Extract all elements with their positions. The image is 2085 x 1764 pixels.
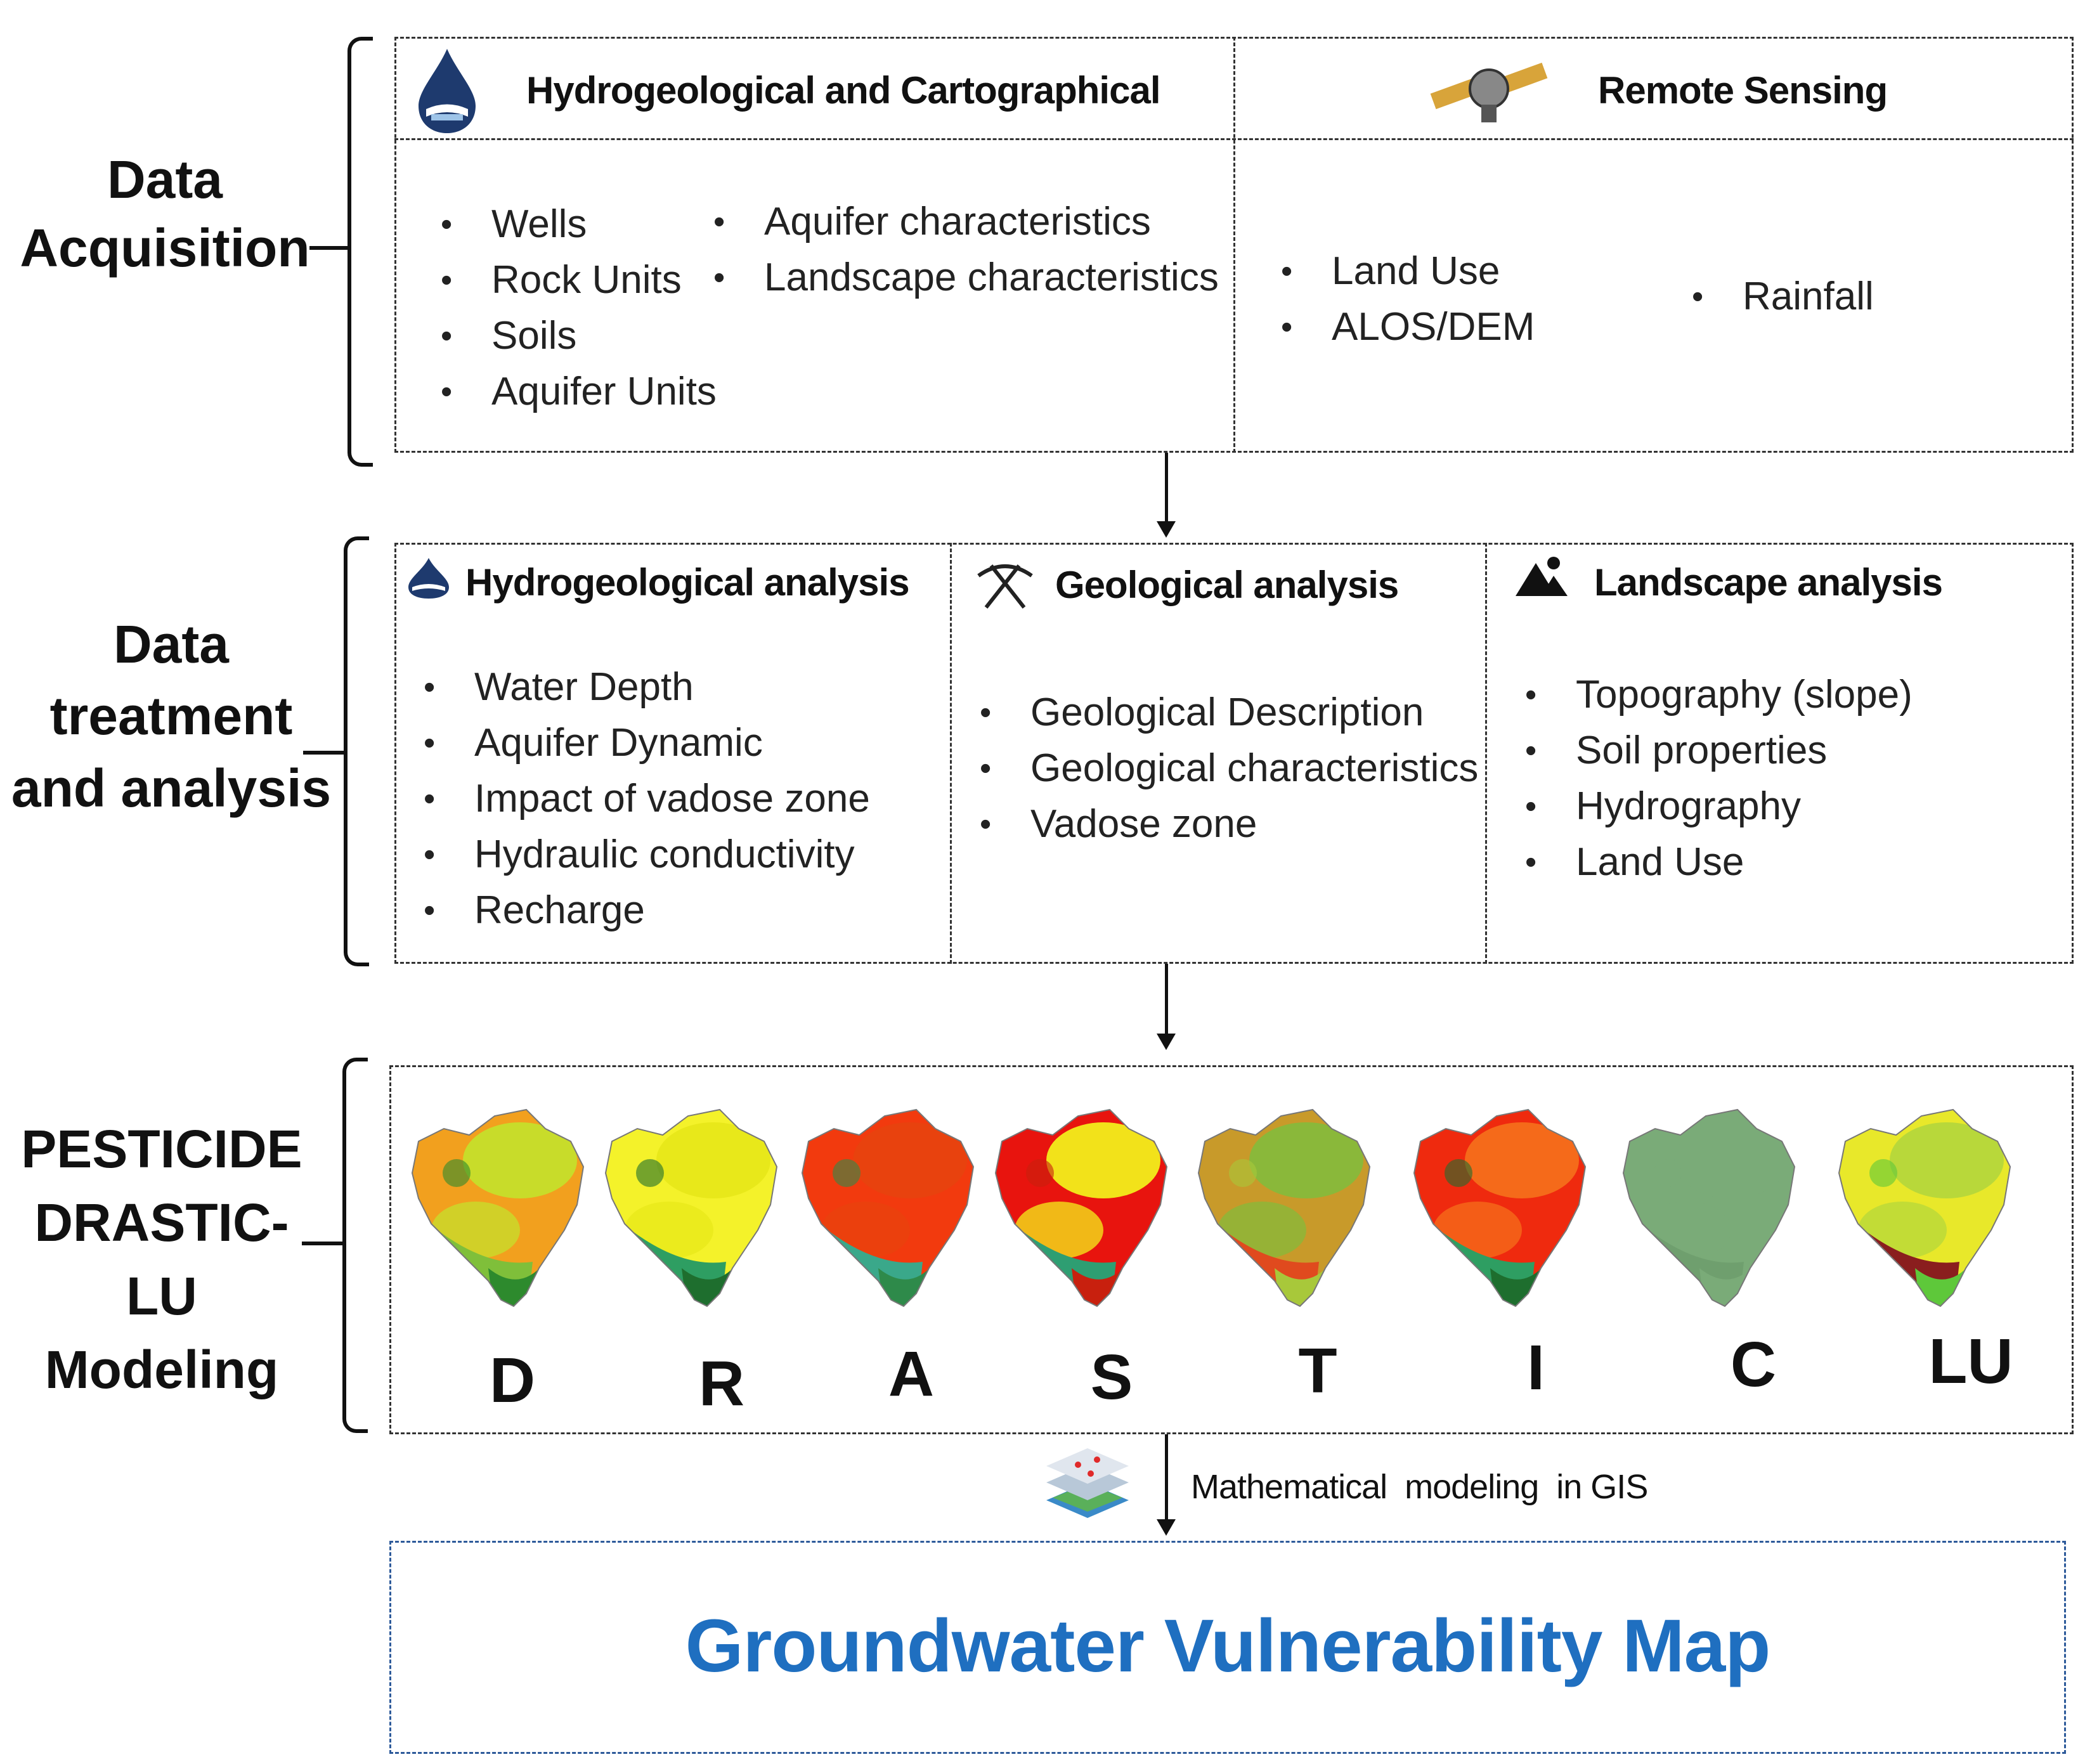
list-item: Hydraulic conductivity [424,827,870,883]
factor-letter-d: D [489,1345,536,1416]
factor-map-a [789,1103,980,1319]
bracket-modeling [342,1058,368,1433]
stage-label-treatment: Data treatment and analysis [6,609,336,824]
acquisition-remote-list-1: Land Use ALOS/DEM [1281,243,1535,355]
list-item: Impact of vadose zone [424,771,870,827]
factor-letter-a: A [888,1339,935,1410]
list-item: Rock Units [441,252,717,308]
landscape-analysis-title: Landscape analysis [1594,561,1943,604]
list-item: Geological characteristics [980,741,1478,796]
flow-arrow-2 [1157,964,1176,1050]
factor-letter-c: C [1730,1329,1777,1400]
factor-map-s [983,1103,1173,1319]
list-item: Land Use [1281,243,1535,299]
factor-map-lu [1826,1103,2017,1319]
stage-label-acquisition-text: Data Acquisition [20,150,310,278]
bracket-tick-acquisition [309,246,349,250]
factor-letter-t: T [1298,1335,1337,1406]
bracket-tick-modeling [302,1242,344,1245]
list-item: Hydrography [1525,779,1913,834]
hydro-analysis-list: Water Depth Aquifer Dynamic Impact of va… [424,659,870,938]
final-box [389,1541,2066,1754]
list-item: Land Use [1525,834,1913,890]
geological-analysis-list: Geological Description Geological charac… [980,685,1478,852]
mountain-icon [1513,554,1570,599]
modeling-box [389,1065,2074,1434]
analysis-divider-1 [950,543,952,964]
stage-label-acquisition: Data Acquisition [13,146,317,282]
factor-map-d [399,1103,590,1319]
flow-arrow-3 [1157,1434,1176,1536]
geological-analysis-title: Geological analysis [1055,564,1399,606]
list-item: Aquifer Dynamic [424,715,870,771]
factor-letter-i: I [1527,1332,1545,1403]
list-item: Wells [441,197,717,252]
list-item: Soil properties [1525,723,1913,779]
stage-label-modeling: PESTICIDE DRASTIC- LU Modeling [6,1113,317,1407]
list-item: Recharge [424,883,870,938]
list-item: Geological Description [980,685,1478,741]
list-item: Soils [441,308,717,364]
factor-map-c [1611,1103,1801,1319]
hydro-cartographical-title: Hydrogeological and Cartographical [526,69,1161,112]
list-item: Aquifer Units [441,364,717,420]
factor-map-i [1401,1103,1592,1319]
list-item: Vadose zone [980,796,1478,852]
gis-layers-icon [1040,1446,1135,1522]
list-item: Landscape characteristics [713,250,1219,306]
list-item: Aquifer characteristics [713,194,1219,250]
final-title: Groundwater Vulnerability Map [685,1604,1771,1688]
acquisition-hydro-list-1: Wells Rock Units Soils Aquifer Units [441,197,717,420]
factor-letter-r: R [698,1348,745,1419]
hydro-analysis-title: Hydrogeological analysis [465,561,910,604]
landscape-analysis-list: Topography (slope) Soil properties Hydro… [1525,667,1913,890]
gis-modeling-label: Mathematical modeling in GIS [1191,1468,1648,1506]
list-item: Water Depth [424,659,870,715]
list-item: ALOS/DEM [1281,299,1535,355]
acquisition-remote-list-2: Rainfall [1692,269,1874,325]
factor-letter-lu: LU [1928,1326,2013,1397]
factor-map-t [1186,1103,1376,1319]
bracket-tick-treatment [303,751,345,755]
analysis-box [394,543,2074,964]
factor-letter-s: S [1090,1342,1133,1413]
remote-sensing-title: Remote Sensing [1598,69,1888,112]
stage-label-treatment-text: Data treatment and analysis [11,614,332,818]
pickaxe-icon [973,557,1037,610]
acquisition-divider [1233,37,1235,453]
list-item: Rainfall [1692,269,1874,325]
factor-map-r [593,1103,783,1319]
bracket-treatment [344,536,369,966]
stage-label-modeling-text: PESTICIDE DRASTIC- LU Modeling [21,1119,302,1399]
hydro-analysis-icon [405,555,453,600]
acquisition-hydro-list-2: Aquifer characteristics Landscape charac… [713,194,1219,306]
flow-arrow-1 [1157,453,1176,538]
water-drop-icon [412,46,482,134]
acquisition-header-divider [394,138,2074,140]
satellite-icon [1426,51,1552,133]
bracket-acquisition [348,37,373,467]
list-item: Topography (slope) [1525,667,1913,723]
analysis-divider-2 [1485,543,1487,964]
